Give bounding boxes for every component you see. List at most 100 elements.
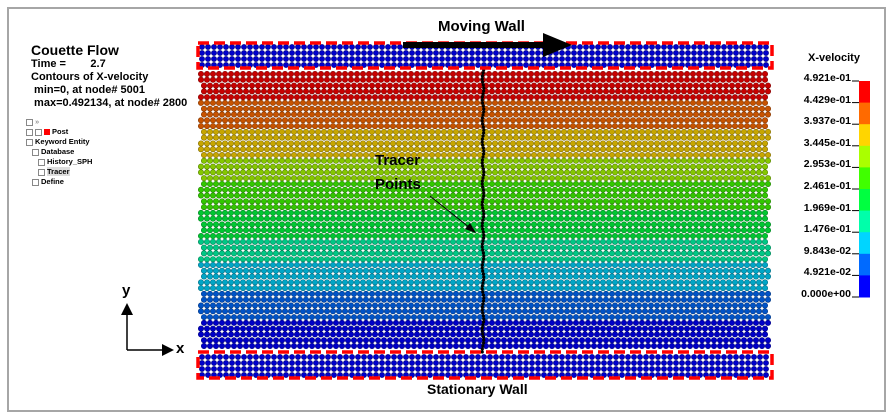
particle	[199, 366, 205, 372]
particle	[533, 215, 540, 222]
particle	[578, 82, 585, 89]
particle	[650, 198, 657, 205]
particle	[656, 105, 663, 112]
particle	[691, 56, 697, 62]
particle	[554, 314, 561, 321]
expand-icon[interactable]	[38, 158, 45, 166]
particle	[602, 157, 609, 164]
particle	[464, 319, 471, 326]
checkbox-icon[interactable]	[35, 128, 42, 136]
particle	[764, 82, 771, 89]
particle	[698, 198, 705, 205]
particle	[656, 267, 663, 274]
particle	[222, 117, 229, 124]
particle	[623, 123, 630, 130]
expand-icon[interactable]	[38, 168, 45, 176]
particle	[332, 88, 339, 95]
particle	[365, 285, 372, 292]
particle	[620, 88, 627, 95]
particle	[269, 99, 276, 106]
particle	[707, 256, 714, 263]
particle	[689, 140, 696, 147]
expand-icon[interactable]	[32, 178, 39, 186]
particle	[338, 227, 345, 234]
particle	[234, 140, 241, 147]
particle	[491, 186, 498, 193]
particle	[391, 56, 397, 62]
particle	[458, 157, 465, 164]
particle	[323, 76, 330, 83]
particle	[524, 111, 531, 118]
particle	[668, 314, 675, 321]
particle	[503, 215, 510, 222]
particle	[713, 279, 720, 286]
expand-icon[interactable]	[26, 128, 33, 136]
particle	[308, 273, 315, 280]
particle	[731, 146, 738, 153]
particle	[470, 180, 477, 187]
particle	[596, 198, 603, 205]
particle	[359, 192, 366, 199]
particle	[701, 71, 708, 78]
particle	[290, 152, 297, 159]
particle	[371, 117, 378, 124]
particle	[548, 152, 555, 159]
particle	[257, 76, 264, 83]
particle	[243, 296, 250, 303]
particle	[332, 157, 339, 164]
particle	[225, 175, 232, 182]
particle	[614, 88, 621, 95]
particle	[260, 128, 267, 135]
particle	[505, 354, 511, 360]
particle	[343, 50, 349, 56]
particle	[415, 50, 421, 56]
particle	[635, 186, 642, 193]
particle	[728, 273, 735, 280]
collapse-icon[interactable]	[26, 138, 33, 146]
tree-item-post[interactable]: Post	[26, 127, 92, 137]
particle	[407, 123, 414, 130]
particle	[437, 146, 444, 153]
particle	[259, 50, 265, 56]
particle	[347, 256, 354, 263]
particle	[464, 180, 471, 187]
particle	[692, 88, 699, 95]
particle	[317, 308, 324, 315]
particle	[572, 319, 579, 326]
particle	[554, 111, 561, 118]
tree-item-tracer[interactable]: Tracer	[26, 167, 92, 177]
particle	[241, 360, 247, 366]
particle	[746, 314, 753, 321]
tree-expand-toggle[interactable]: »	[35, 117, 40, 126]
particle	[758, 314, 765, 321]
particle	[255, 198, 262, 205]
collapse-icon[interactable]	[32, 148, 39, 156]
particle	[497, 302, 504, 309]
tree-item-history-sph[interactable]: History_SPH	[26, 157, 92, 167]
particle	[554, 105, 561, 112]
particle	[629, 186, 636, 193]
particle	[710, 267, 717, 274]
particle	[338, 319, 345, 326]
particle	[419, 186, 426, 193]
particle	[283, 62, 289, 68]
particle	[323, 186, 330, 193]
tree-item-define[interactable]: Define	[26, 177, 92, 187]
particle	[231, 204, 238, 211]
particle	[231, 152, 238, 159]
particle	[329, 123, 336, 130]
particle	[320, 273, 327, 280]
particle	[569, 140, 576, 147]
particle	[252, 186, 259, 193]
particle	[353, 192, 360, 199]
color-swatch-icon	[44, 129, 50, 136]
tree-menu-icon[interactable]	[26, 118, 33, 126]
particle	[473, 209, 480, 216]
particle	[725, 256, 732, 263]
tree-item-keyword-entity[interactable]: Keyword Entity	[26, 137, 92, 147]
particle	[485, 117, 492, 124]
tree-item-database[interactable]: Database	[26, 147, 92, 157]
particle	[644, 227, 651, 234]
particle	[281, 302, 288, 309]
particle	[473, 238, 480, 245]
